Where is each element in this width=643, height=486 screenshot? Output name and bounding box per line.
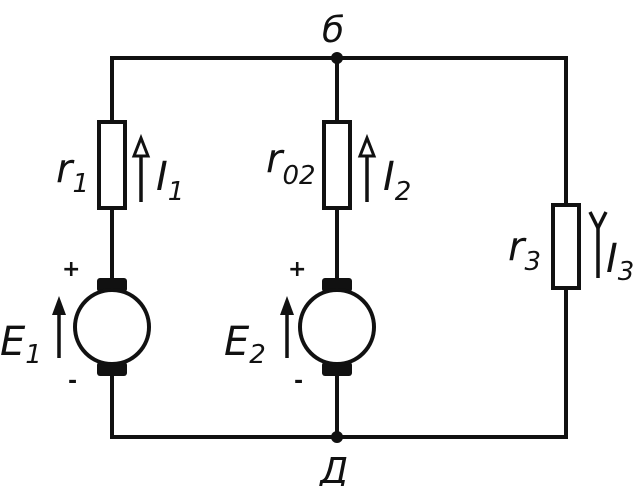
label-e2-sub: 2 <box>249 340 266 370</box>
node-label-top: б <box>322 10 344 51</box>
label-i1-base: I <box>156 154 168 200</box>
current-arrow-i1 <box>131 133 151 202</box>
label-e1-base: E <box>0 319 26 365</box>
generator-e2 <box>298 278 376 376</box>
emf-arrow-e2 <box>280 296 294 358</box>
label-i2-sub: 2 <box>395 177 412 207</box>
polarity-minus-e2: - <box>294 369 303 394</box>
label-i2-base: I <box>383 154 395 200</box>
resistor-r1 <box>97 120 127 210</box>
label-r3-base: r <box>508 224 527 270</box>
generator-e2-brush-top <box>322 278 352 292</box>
generator-e2-brush-bottom <box>322 362 352 376</box>
current-arrow-i2 <box>357 133 377 202</box>
polarity-plus-e2: + <box>288 257 306 282</box>
junction-top <box>331 52 343 64</box>
label-r1-sub: 1 <box>72 169 89 199</box>
label-i3-sub: 3 <box>618 257 635 287</box>
label-r1: r1 <box>56 146 89 199</box>
generator-e1-brush-top <box>97 278 127 292</box>
wires <box>110 56 568 439</box>
current-arrow-i3 <box>588 211 608 278</box>
polarity-minus-e1: - <box>68 369 77 394</box>
emf-arrow-e1 <box>52 296 66 358</box>
label-r1-base: r <box>56 146 75 192</box>
label-i3-base: I <box>606 236 618 282</box>
label-i2: I2 <box>383 154 411 207</box>
node-label-bottom: Д <box>318 451 348 486</box>
label-e1-sub: 1 <box>25 340 42 370</box>
label-r02-sub: 02 <box>282 161 315 191</box>
generator-e1-armature <box>73 288 151 366</box>
polarity-plus-e1: + <box>62 257 80 282</box>
label-i3: I3 <box>606 236 634 287</box>
label-r3: r3 <box>508 224 541 277</box>
label-r02: r02 <box>266 136 316 191</box>
label-i1-sub: 1 <box>168 177 185 207</box>
label-e2: E2 <box>224 319 266 370</box>
label-e1: E1 <box>0 319 42 370</box>
resistor-r3 <box>551 203 581 290</box>
generator-e1-brush-bottom <box>97 362 127 376</box>
generator-e1 <box>73 278 151 376</box>
resistor-r02 <box>322 120 352 210</box>
generator-e2-armature <box>298 288 376 366</box>
label-r02-base: r <box>266 136 285 182</box>
label-e2-base: E <box>224 319 250 365</box>
junction-bottom <box>331 431 343 443</box>
label-r3-sub: 3 <box>524 247 541 277</box>
label-i1: I1 <box>156 154 184 207</box>
